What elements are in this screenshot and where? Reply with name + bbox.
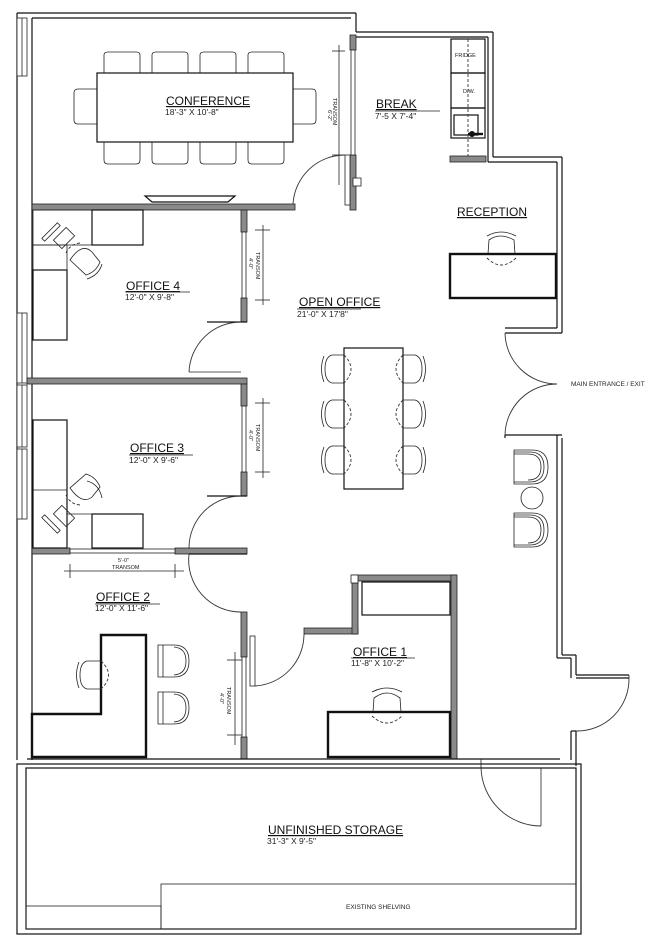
break-label: BREAK 7'-5 X 7'-4" — [375, 97, 440, 121]
office3-door — [188, 495, 242, 549]
office1-desk — [326, 710, 452, 759]
rear-exit-door — [575, 675, 630, 732]
dishwasher-label: D/W. — [463, 89, 475, 95]
break-dims: 7'-5 X 7'-4" — [375, 111, 416, 121]
storage-dims: 31'-3" X 9'-5" — [267, 836, 316, 846]
keyboard — [41, 222, 61, 242]
svg-text:TRANSOM: TRANSOM — [254, 424, 260, 452]
office1-label: OFFICE 1 11'-8" X 10'-2" — [351, 645, 415, 668]
svg-text:6'-2": 6'-2" — [326, 110, 332, 121]
left-windows — [16, 17, 28, 520]
office2-furniture — [30, 633, 190, 759]
svg-text:5'-0": 5'-0" — [118, 558, 129, 564]
reception-title: RECEPTION — [457, 205, 527, 219]
break-counter: FRIDGE D/W. — [449, 38, 487, 163]
office2-desk — [30, 633, 148, 759]
storage-title: UNFINISHED STORAGE — [268, 823, 403, 837]
office2-transom-dimension: 5'-0" TRANSOM — [64, 558, 184, 578]
svg-text:4'-0": 4'-0" — [247, 430, 253, 441]
conference-door — [292, 154, 362, 206]
office2-title: OFFICE 2 — [96, 590, 150, 604]
office4-dims: 12'-0" X 9'-8" — [125, 292, 174, 302]
office2-side-transom-dimension: 4'-0" TRANSOM — [218, 652, 242, 745]
open-office-table — [343, 347, 404, 490]
svg-text:TRANSOM: TRANSOM — [254, 252, 260, 280]
office1-credenza — [361, 581, 451, 616]
open-office-table-group — [321, 347, 426, 490]
monitor — [52, 504, 76, 528]
open-office-title: OPEN OFFICE — [299, 295, 380, 309]
storage-label: UNFINISHED STORAGE 31'-3" X 9'-5" — [267, 823, 403, 846]
office4-title: OFFICE 4 — [126, 279, 180, 293]
svg-text:4'-0": 4'-0" — [247, 258, 253, 269]
conference-table — [96, 72, 294, 143]
office3-dims: 12'-0" X 9'-6" — [129, 455, 178, 465]
office1-furniture — [326, 581, 452, 759]
office3-label: OFFICE 3 12'-0" X 9'-6" — [129, 441, 193, 465]
office1-title: OFFICE 1 — [353, 645, 407, 659]
conference-table-group — [73, 51, 317, 203]
reception-desk-group — [448, 231, 558, 300]
office3-title: OFFICE 3 — [130, 441, 184, 455]
office4-door — [188, 321, 242, 373]
svg-text:TRANSOM: TRANSOM — [225, 687, 231, 715]
office3-desk — [91, 513, 144, 549]
office3-furniture — [32, 419, 144, 549]
keyboard — [41, 514, 61, 534]
main-entrance-label: MAIN ENTRANCE / EXIT — [571, 381, 645, 388]
monitor — [52, 226, 76, 250]
office1-dims: 11'-8" X 10'-2" — [351, 658, 404, 668]
reception-label: RECEPTION — [457, 205, 527, 219]
waiting-area — [513, 449, 549, 548]
office4-desk — [91, 209, 144, 246]
break-title: BREAK — [376, 97, 417, 111]
storage-door — [480, 759, 542, 827]
conference-title: CONFERENCE — [166, 94, 250, 108]
svg-text:TRANSOM: TRANSOM — [331, 98, 337, 126]
interior-walls — [26, 34, 560, 760]
open-office-label: OPEN OFFICE 21'-0" X 17'8" — [297, 295, 380, 319]
office1-door — [249, 633, 305, 687]
existing-shelving: EXISTING SHELVING — [25, 883, 577, 930]
fridge-label: FRIDGE — [455, 53, 476, 59]
reception-desk — [448, 252, 558, 300]
conference-label: CONFERENCE 18'-3" X 10'-8" — [165, 94, 250, 117]
shelving-label: EXISTING SHELVING — [346, 904, 411, 911]
office4-transom-dimension: 4'-0" TRANSOM — [247, 225, 270, 305]
office2-door — [188, 553, 242, 613]
conference-transom-dimension: 6'-2" TRANSOM — [326, 45, 345, 185]
office2-label: OFFICE 2 12'-0" X 11'-6" — [95, 590, 160, 613]
exterior-walls — [16, 12, 629, 935]
side-table — [520, 486, 544, 510]
office-chair — [69, 248, 101, 276]
office4-furniture — [32, 209, 144, 341]
svg-text:4'-0": 4'-0" — [218, 693, 224, 704]
office2-dims: 12'-0" X 11'-6" — [95, 603, 148, 613]
main-entrance-doors: MAIN ENTRANCE / EXIT — [504, 332, 645, 436]
sink — [453, 114, 479, 136]
open-office-dims: 21'-0" X 17'8" — [297, 309, 348, 319]
office4-label: OFFICE 4 12'-0" X 9'-8" — [125, 279, 190, 302]
office3-transom-dimension: 4'-0" TRANSOM — [247, 398, 270, 478]
svg-text:TRANSOM: TRANSOM — [112, 565, 140, 571]
conference-dims: 18'-3" X 10'-8" — [165, 107, 219, 117]
office-chair — [69, 473, 101, 500]
